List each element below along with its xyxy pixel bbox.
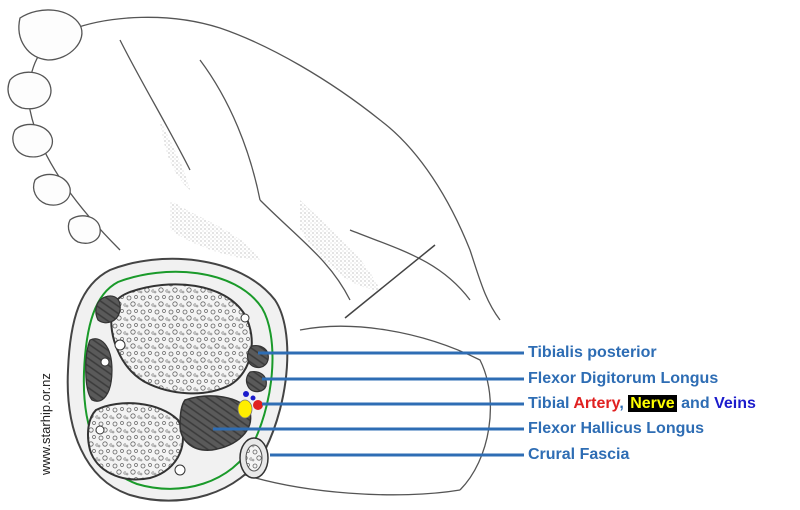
label-and: and: [681, 395, 709, 412]
tibial-artery-dot: [253, 400, 263, 410]
label-tibial-prefix: Tibial: [528, 395, 570, 412]
tibial-vein-dot: [243, 391, 249, 397]
label-artery: Artery: [573, 395, 619, 412]
label-tibial-bundle: Tibial Artery, Nerve and Veins: [528, 394, 756, 414]
cross-section: [68, 259, 288, 501]
label-tibialis-posterior: Tibialis posterior: [528, 343, 657, 363]
tibial-vein-dot-2: [251, 396, 256, 401]
watermark-text: www.starhip.or.nz: [38, 373, 53, 475]
label-crural-fascia: Crural Fascia: [528, 445, 629, 465]
muscle-upper-left: [96, 296, 120, 323]
label-comma: ,: [619, 395, 623, 412]
flexor-digitorum-longus-tendon: [246, 372, 266, 392]
label-nerve: Nerve: [628, 395, 676, 412]
muscle-left: [86, 339, 112, 402]
label-flexor-digitorum-longus: Flexor Digitorum Longus: [528, 369, 718, 389]
label-flexor-hallicus-longus: Flexor Hallicus Longus: [528, 419, 704, 439]
label-veins: Veins: [714, 395, 756, 412]
tibial-nerve-dot: [238, 400, 252, 418]
fibula-bone: [88, 403, 183, 479]
tibialis-posterior-tendon: [248, 346, 269, 368]
